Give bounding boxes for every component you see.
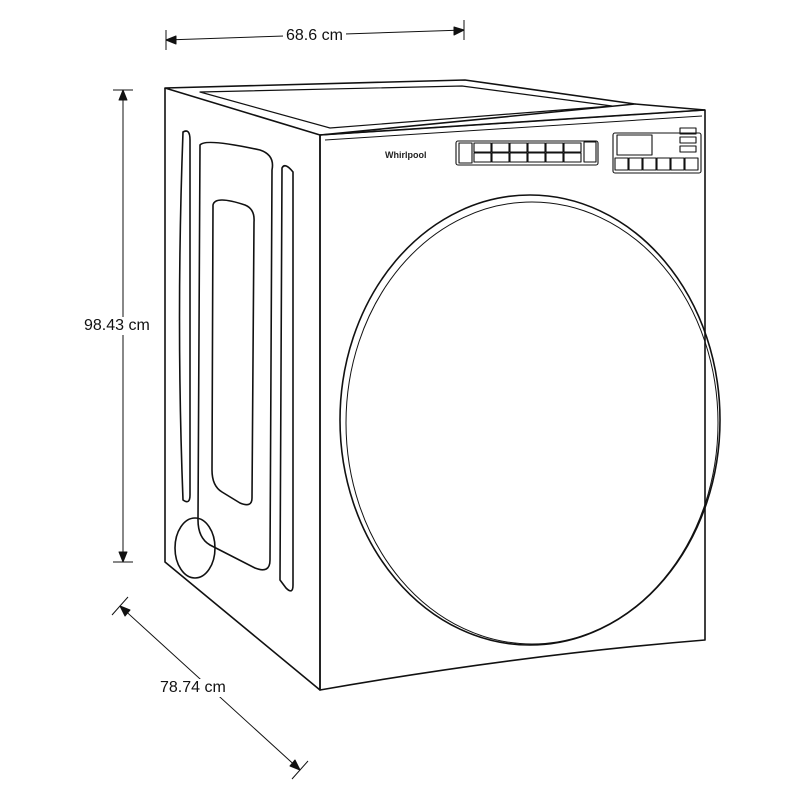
- height-label: 98.43 cm: [82, 317, 152, 335]
- cycle-button[interactable]: [491, 142, 510, 153]
- control-panel[interactable]: [455, 127, 702, 174]
- brand-logo: Whirlpool: [385, 150, 427, 160]
- option-button[interactable]: [491, 152, 510, 163]
- setting-button[interactable]: [656, 157, 671, 171]
- setting-button[interactable]: [670, 157, 685, 171]
- option-button[interactable]: [545, 152, 564, 163]
- option-button[interactable]: [509, 152, 528, 163]
- width-label: 68.6 cm: [283, 27, 346, 45]
- depth-label: 78.74 cm: [158, 679, 228, 697]
- front-panel: [319, 103, 721, 691]
- setting-button[interactable]: [684, 157, 699, 171]
- cycle-button[interactable]: [545, 142, 564, 153]
- cycle-button[interactable]: [563, 142, 582, 153]
- cycle-button[interactable]: [527, 142, 546, 153]
- cycle-button[interactable]: [509, 142, 528, 153]
- setting-button[interactable]: [614, 157, 629, 171]
- door: [339, 194, 721, 646]
- setting-button[interactable]: [628, 157, 643, 171]
- cycle-button[interactable]: [473, 142, 492, 153]
- side-panel: [164, 88, 321, 691]
- option-button[interactable]: [527, 152, 546, 163]
- setting-button[interactable]: [642, 157, 657, 171]
- option-button[interactable]: [473, 152, 492, 163]
- option-button[interactable]: [563, 152, 582, 163]
